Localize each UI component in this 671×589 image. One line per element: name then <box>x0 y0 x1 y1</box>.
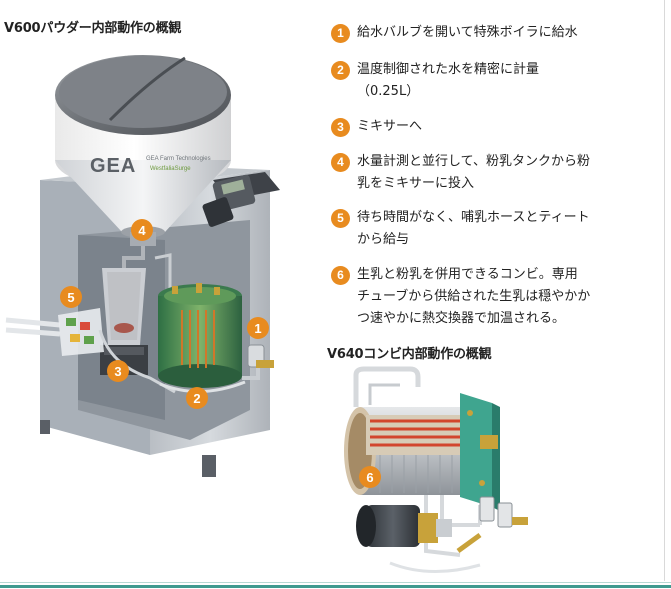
step-number-badge: 3 <box>331 118 350 137</box>
step-number-badge: 6 <box>331 266 350 285</box>
brand-subtitle-2: WestfaliaSurge <box>150 166 191 172</box>
step-number-badge: 5 <box>331 209 350 228</box>
step-number-badge: 1 <box>331 24 350 43</box>
badge-5: 5 <box>60 286 82 308</box>
svg-text:2: 2 <box>193 391 200 406</box>
badge-4: 4 <box>131 219 153 241</box>
svg-text:1: 1 <box>254 321 261 336</box>
step-text: 待ち時間がなく、哺乳ホースとティート から給与 <box>357 210 590 247</box>
v600-title: V600パウダー内部動作の概観 <box>4 21 182 36</box>
step-text: 生乳と粉乳を併用できるコンビ。専用 チューブから供給された生乳は穏やかか つ速や… <box>357 267 591 326</box>
step-2: 2 温度制御された水を精密に計量 （0.25L） <box>331 59 669 103</box>
badge-6: 6 <box>359 466 381 488</box>
v640-combi-illustration: 6 <box>344 366 528 573</box>
v640-title: V640コンビ内部動作の概観 <box>327 347 492 362</box>
step-3: 3 ミキサーへ <box>331 116 669 138</box>
brand-subtitle: GEA Farm Technologies <box>146 156 211 162</box>
step-text: 給水バルブを開いて特殊ボイラに給水 <box>357 25 578 40</box>
right-border <box>664 0 665 581</box>
footer-divider-thin <box>0 582 671 583</box>
step-5: 5 待ち時間がなく、哺乳ホースとティート から給与 <box>331 207 669 251</box>
step-text: ミキサーへ <box>357 119 423 134</box>
gea-logo: GEA <box>90 155 136 177</box>
footer-divider <box>0 585 671 588</box>
step-1: 1 給水バルブを開いて特殊ボイラに給水 <box>331 22 669 44</box>
badge-2: 2 <box>186 387 208 409</box>
svg-text:3: 3 <box>114 364 121 379</box>
badge-3: 3 <box>107 360 129 382</box>
svg-text:5: 5 <box>67 290 74 305</box>
step-text: 温度制御された水を精密に計量 （0.25L） <box>357 62 540 99</box>
step-text: 水量計測と並行して、粉乳タンクから粉 乳をミキサーに投入 <box>357 154 590 191</box>
v600-machine-illustration: GEA GEA Farm Technologies WestfaliaSurge <box>5 55 280 477</box>
svg-text:4: 4 <box>138 223 146 238</box>
step-4: 4 水量計測と並行して、粉乳タンクから粉 乳をミキサーに投入 <box>331 151 669 195</box>
step-number-badge: 4 <box>331 153 350 172</box>
step-6: 6 生乳と粉乳を併用できるコンビ。専用 チューブから供給された生乳は穏やかか つ… <box>331 264 669 330</box>
svg-text:6: 6 <box>366 470 373 485</box>
badge-1: 1 <box>247 317 269 339</box>
step-number-badge: 2 <box>331 61 350 80</box>
